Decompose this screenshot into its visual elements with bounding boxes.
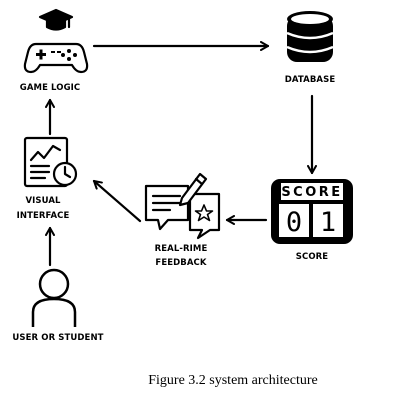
chart-document-with-clock-icon xyxy=(23,136,78,188)
database-node: DATABASE xyxy=(285,11,336,85)
score-node: SCORE 0 1 SCORE xyxy=(271,179,353,262)
figure-caption: Figure 3.2 system architecture xyxy=(148,373,318,388)
person-icon xyxy=(31,268,77,327)
gamepad-with-graduation-cap-icon xyxy=(23,8,89,74)
scoreboard-digit-right: 1 xyxy=(320,207,336,238)
connectors xyxy=(45,41,317,267)
database-cylinder-icon xyxy=(286,11,334,62)
database-label: DATABASE xyxy=(285,75,336,85)
score-label: SCORE xyxy=(296,252,329,262)
game-logic-node: GAME LOGIC xyxy=(20,8,89,93)
feedback-label-line1: REAL-RIME xyxy=(155,244,208,254)
game-logic-label: GAME LOGIC xyxy=(20,83,81,93)
interface-label-line2: INTERFACE xyxy=(17,211,70,221)
scoreboard-digit-left: 0 xyxy=(286,207,302,238)
scoreboard-icon: SCORE 0 1 xyxy=(271,179,353,244)
arrow-feedback-to-interface xyxy=(92,179,142,223)
user-label: USER OR STUDENT xyxy=(12,333,103,343)
feedback-node: REAL-RIME FEEDBACK xyxy=(144,172,221,268)
visual-interface-node: VISUAL INTERFACE xyxy=(17,136,78,221)
chat-bubbles-with-pen-and-star-icon xyxy=(144,172,221,240)
user-node: USER OR STUDENT xyxy=(12,268,104,343)
interface-label-line1: VISUAL xyxy=(25,196,61,206)
scoreboard-title: SCORE xyxy=(281,185,342,200)
feedback-label-line2: FEEDBACK xyxy=(155,258,206,268)
